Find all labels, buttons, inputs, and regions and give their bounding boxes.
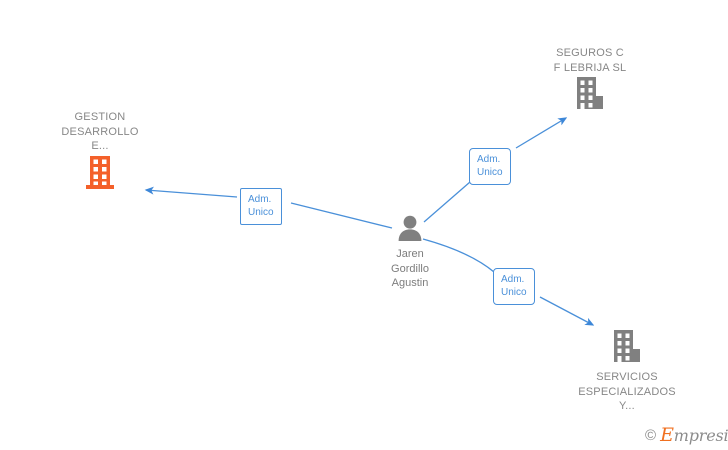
copyright-icon: © <box>645 427 657 444</box>
node-label-jaren-gordillo-agustin: Jaren Gordillo Agustin <box>391 248 429 289</box>
edge-to-servicios <box>422 238 595 326</box>
building-icon <box>86 155 114 195</box>
empresia-logo-initial: E <box>660 424 674 446</box>
edge-to-gestion <box>144 186 393 229</box>
building-icon <box>612 330 642 369</box>
edge-label-adm-unico-servicios[interactable]: Adm. Unico <box>493 268 535 305</box>
node-label-gestion-desarrollo: GESTION DESARROLLO E... <box>61 111 139 152</box>
empresia-logo-rest: mpresia <box>673 426 728 445</box>
node-servicios-especializados[interactable]: SERVICIOS ESPECIALIZADOS Y... <box>547 330 707 414</box>
node-label-servicios-especializados: SERVICIOS ESPECIALIZADOS Y... <box>578 371 676 412</box>
empresia-watermark: © Empresia <box>645 426 728 445</box>
edge-label-adm-unico-gestion[interactable]: Adm. Unico <box>240 188 282 225</box>
person-icon <box>397 215 423 246</box>
node-seguros-cf-lebrija[interactable]: SEGUROS C F LEBRIJA SL <box>510 46 670 116</box>
building-icon <box>575 77 605 116</box>
empresia-logo: Empresia <box>660 426 728 445</box>
edge-label-adm-unico-seguros[interactable]: Adm. Unico <box>469 148 511 185</box>
node-jaren-gordillo-agustin[interactable]: Jaren Gordillo Agustin <box>330 215 490 291</box>
edge-to-seguros <box>423 117 568 223</box>
node-gestion-desarrollo[interactable]: GESTION DESARROLLO E... <box>20 110 180 195</box>
node-label-seguros-cf-lebrija: SEGUROS C F LEBRIJA SL <box>553 47 627 74</box>
